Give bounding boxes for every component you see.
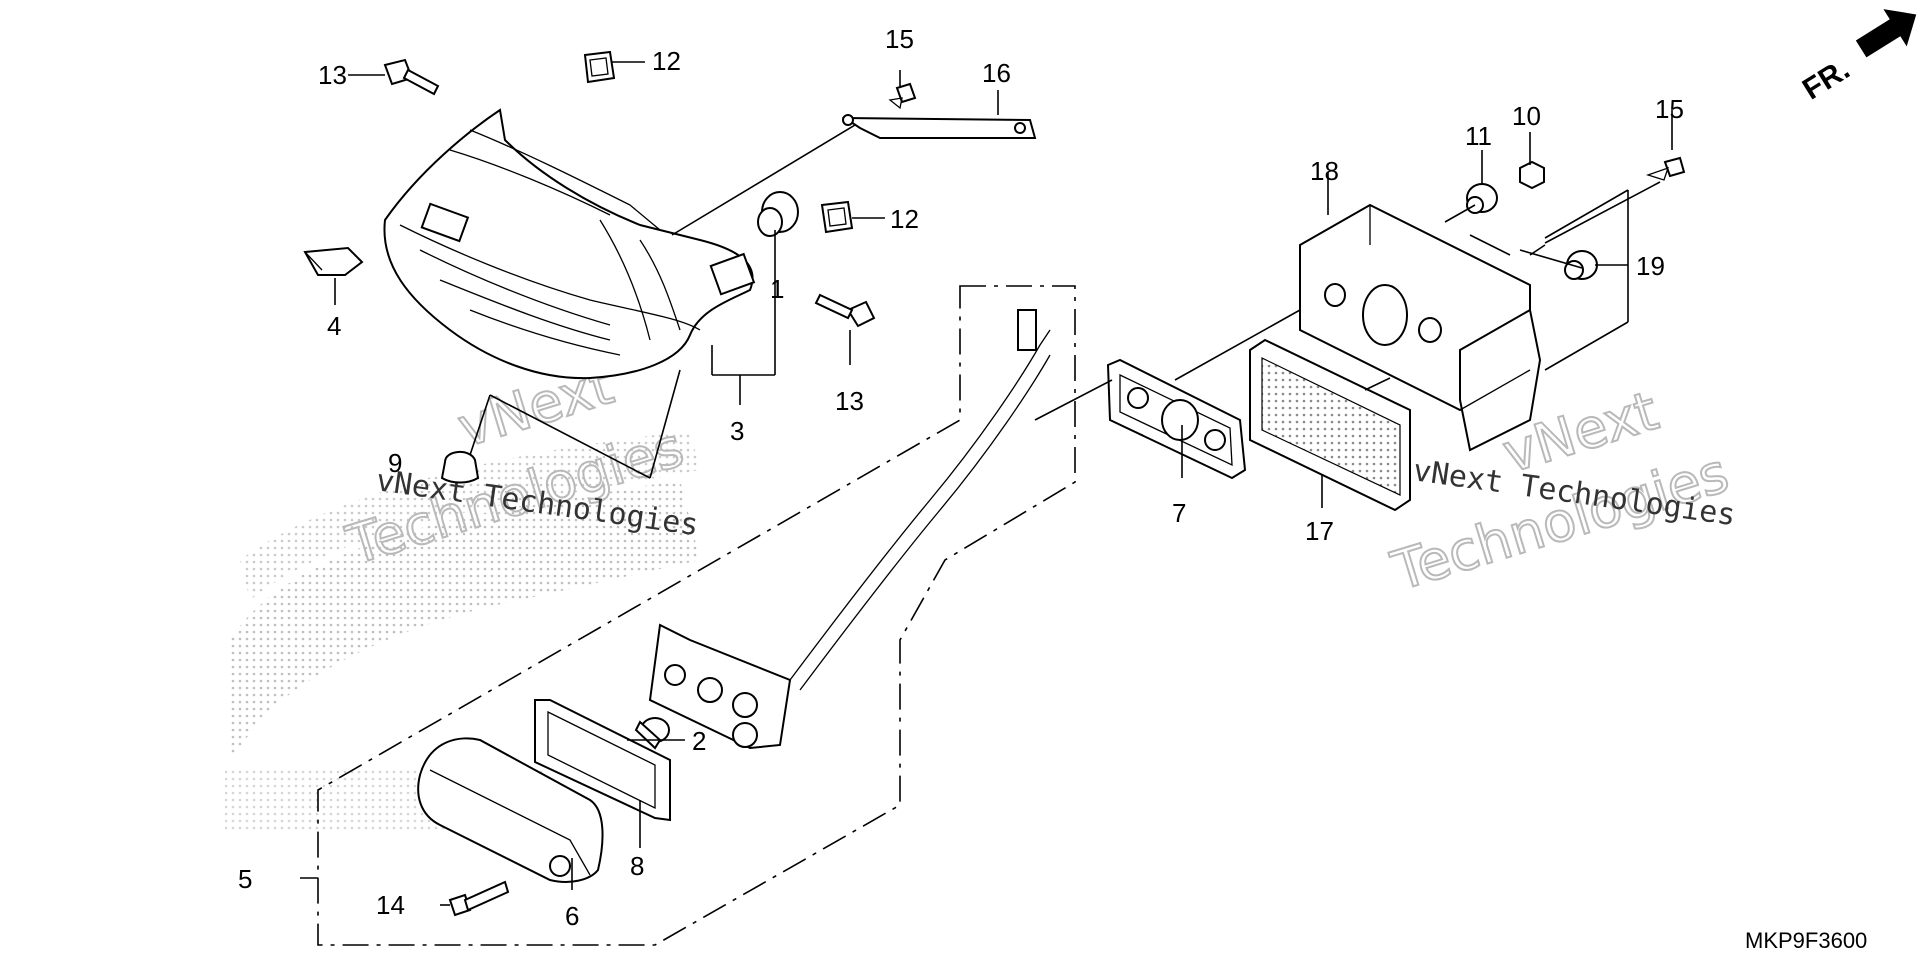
callout-17: 17 xyxy=(1305,516,1334,546)
bolt-top xyxy=(383,58,440,96)
callout-18: 18 xyxy=(1310,156,1339,186)
bolt-middle xyxy=(814,293,876,328)
callout-19: 19 xyxy=(1636,251,1665,281)
license-light-stay xyxy=(841,114,1037,139)
callout-13-top: 13 xyxy=(318,60,347,90)
screw-top xyxy=(888,82,917,110)
callout-12-middle: 12 xyxy=(890,204,919,234)
callout-3: 3 xyxy=(730,416,744,446)
callout-12-top: 12 xyxy=(652,46,681,76)
reflector xyxy=(1249,338,1411,512)
callout-numbers: 1 2 3 4 5 6 7 8 9 10 11 12 12 13 13 14 1… xyxy=(238,24,1684,931)
callout-8: 8 xyxy=(630,851,644,881)
license-light-base xyxy=(648,309,1051,750)
screw-right xyxy=(1645,156,1686,181)
callout-11: 11 xyxy=(1465,121,1492,151)
callout-6: 6 xyxy=(565,901,579,931)
callout-16: 16 xyxy=(982,58,1011,88)
leader-lines xyxy=(300,61,1673,906)
callout-9: 9 xyxy=(388,448,402,478)
license-light-group-outline xyxy=(317,285,1076,946)
clip-nut-top xyxy=(583,50,616,84)
callout-1: 1 xyxy=(770,274,784,304)
hex-nut xyxy=(1519,160,1545,190)
rubber-block xyxy=(303,246,364,276)
clip-nut-middle xyxy=(820,200,854,234)
license-gasket xyxy=(534,699,671,822)
front-direction-arrow: FR. xyxy=(1797,9,1917,107)
callout-5: 5 xyxy=(238,864,252,894)
screw-bottom xyxy=(448,880,510,917)
reflector-bracket xyxy=(1299,203,1542,452)
small-bulb xyxy=(634,717,670,750)
reflector-gasket xyxy=(1106,358,1247,480)
callout-13-middle: 13 xyxy=(835,386,864,416)
callout-15-right: 15 xyxy=(1655,94,1684,124)
callout-4: 4 xyxy=(327,311,341,341)
svg-text:FR.: FR. xyxy=(1797,53,1855,107)
tail-light-housing xyxy=(383,108,756,380)
diagram-code: MKP9F3600 xyxy=(1745,928,1867,953)
license-lens xyxy=(417,737,604,883)
bulb-socket xyxy=(757,191,799,237)
callout-10: 10 xyxy=(1512,101,1541,131)
callout-14: 14 xyxy=(376,890,405,920)
callout-2: 2 xyxy=(692,726,706,756)
callout-15-top: 15 xyxy=(885,24,914,54)
grommet xyxy=(440,451,480,484)
collar xyxy=(1466,183,1498,214)
callout-7: 7 xyxy=(1172,498,1186,528)
